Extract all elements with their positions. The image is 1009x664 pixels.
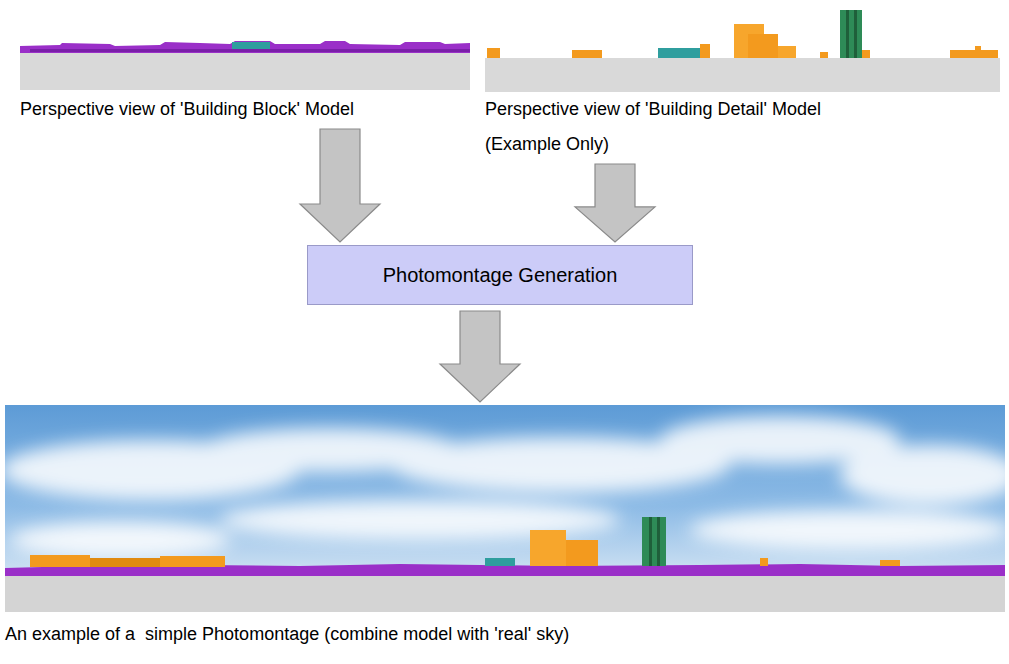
figure-caption: Perspective view of 'Building Detail' Mo… xyxy=(485,96,1003,123)
figure-caption: An example of a simple Photomontage (com… xyxy=(5,621,1005,648)
photomontage-figure: An example of a simple Photomontage (com… xyxy=(3,405,1006,648)
process-label: Photomontage Generation xyxy=(383,262,618,288)
block-arrow xyxy=(440,311,520,402)
model-figure: Perspective view of 'Building Block' Mod… xyxy=(18,38,478,123)
model-figure: Perspective view of 'Building Detail' Mo… xyxy=(483,38,1003,158)
process-box: Photomontage Generation xyxy=(307,245,693,305)
photomontage-image xyxy=(0,405,1009,612)
block-arrow xyxy=(300,129,380,242)
figure-caption: (Example Only) xyxy=(485,131,1003,158)
building-detail-model xyxy=(485,10,1000,92)
figure-caption: Perspective view of 'Building Block' Mod… xyxy=(20,96,360,123)
block-arrow xyxy=(575,164,655,242)
building-block-model xyxy=(20,41,470,90)
